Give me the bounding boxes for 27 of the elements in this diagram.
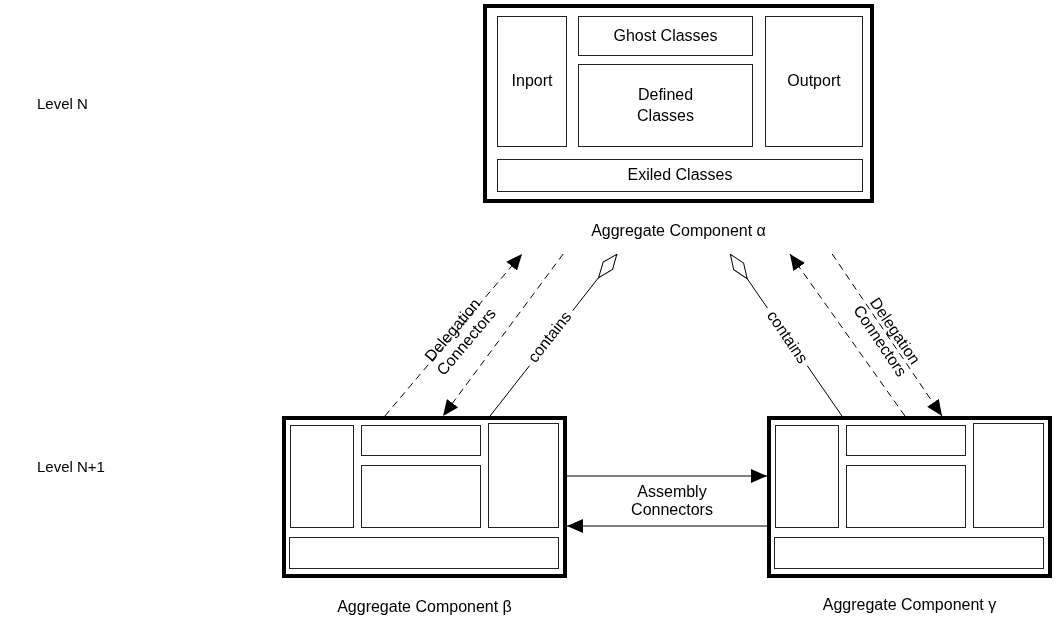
class-compartment: Outport	[765, 16, 863, 147]
connector-arrow	[789, 253, 906, 417]
empty-compartment	[774, 537, 1044, 569]
component-caption: Aggregate Component α	[590, 222, 767, 240]
class-compartment: Ghost Classes	[578, 16, 753, 56]
connector-arrow	[384, 253, 523, 417]
connector-arrow	[442, 253, 564, 417]
class-compartment: Inport	[497, 16, 567, 147]
empty-compartment	[290, 425, 354, 528]
class-compartment: Exiled Classes	[497, 159, 863, 192]
empty-compartment	[846, 465, 966, 528]
empty-compartment	[361, 465, 481, 528]
component-caption: Aggregate Component γ	[821, 596, 998, 614]
empty-compartment	[361, 425, 481, 456]
connector-label: Assembly Connectors	[630, 482, 714, 520]
empty-compartment	[973, 423, 1044, 528]
empty-compartment	[775, 425, 839, 528]
level-label: Level N	[37, 95, 88, 112]
empty-compartment	[488, 423, 559, 528]
empty-compartment	[846, 425, 966, 456]
connector-arrow	[831, 253, 943, 417]
level-label: Level N+1	[37, 458, 105, 475]
connector-arrow	[566, 519, 768, 533]
connector-arrow	[566, 469, 768, 483]
class-compartment: Defined Classes	[578, 64, 753, 147]
empty-compartment	[289, 537, 559, 569]
component-caption: Aggregate Component β	[336, 598, 513, 616]
